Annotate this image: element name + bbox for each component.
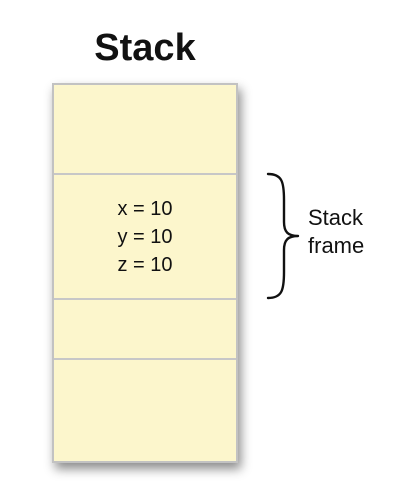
stack-frame-cell: x = 10 y = 10 z = 10 bbox=[54, 175, 236, 300]
stack-cell-bottom bbox=[54, 360, 236, 461]
variable-x: x = 10 bbox=[117, 198, 173, 220]
stack-cell-middle bbox=[54, 300, 236, 360]
stack-frame-label-line1: Stack bbox=[308, 205, 364, 230]
variable-z: z = 10 bbox=[117, 254, 173, 276]
right-curly-brace-icon bbox=[266, 172, 300, 300]
stack-column: x = 10 y = 10 z = 10 bbox=[52, 83, 238, 463]
stack-frame-label: Stack frame bbox=[308, 204, 394, 260]
variable-y: y = 10 bbox=[117, 226, 173, 248]
stack-frame-label-line2: frame bbox=[308, 233, 365, 258]
frame-variables: x = 10 y = 10 z = 10 bbox=[54, 195, 236, 279]
diagram-title: Stack bbox=[94, 27, 196, 69]
stack-cell-top bbox=[54, 85, 236, 175]
